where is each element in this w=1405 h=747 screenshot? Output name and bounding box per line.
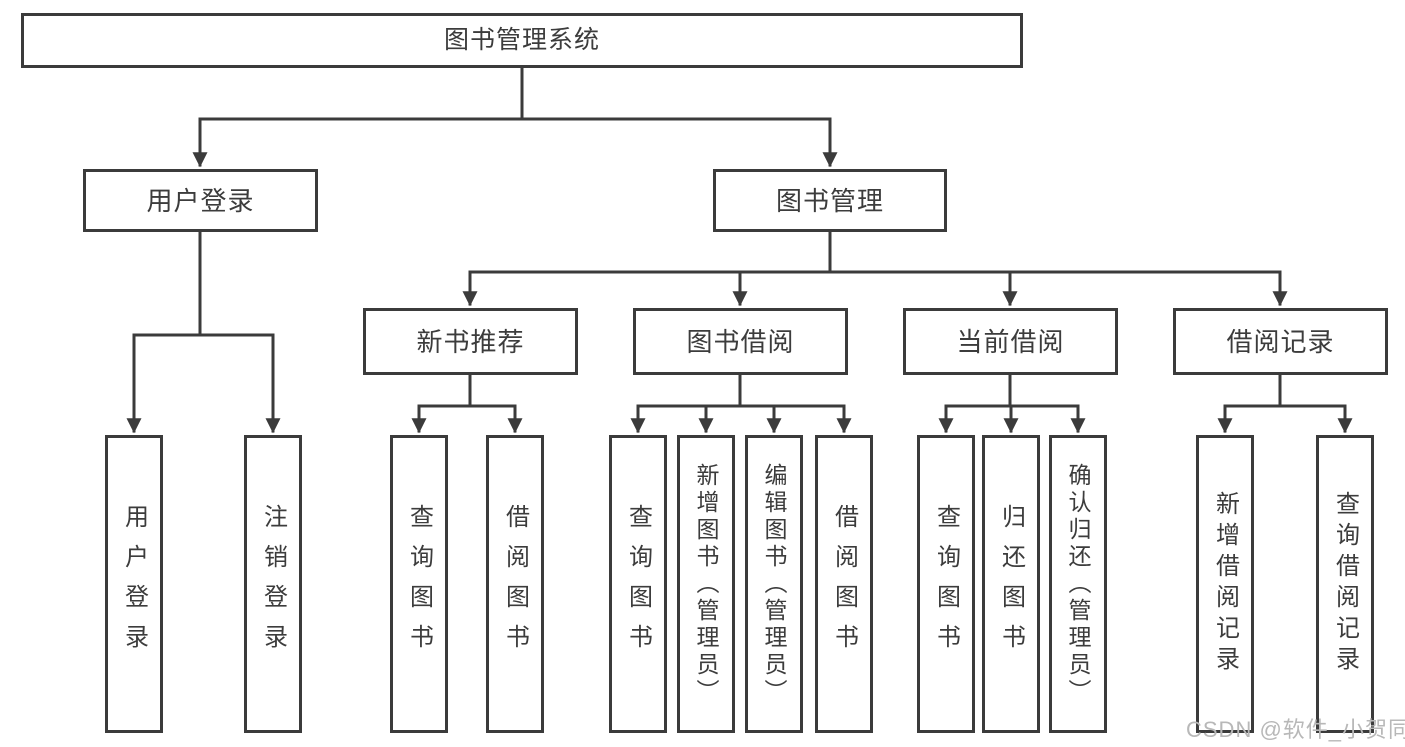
node-borrowing-records: 借阅记录 <box>1173 308 1388 375</box>
node-book-borrowing: 图书借阅 <box>633 308 848 375</box>
leaf-user-login: 用户登录 <box>105 435 163 733</box>
leaf-br-query-record: 查询借阅记录 <box>1316 435 1374 733</box>
node-book-management: 图书管理 <box>713 169 947 232</box>
leaf-nb-query-books: 查询图书 <box>390 435 448 733</box>
node-library-management-system: 图书管理系统 <box>21 13 1023 68</box>
node-current-borrowing: 当前借阅 <box>903 308 1118 375</box>
leaf-bb-borrow-books: 借阅图书 <box>815 435 873 733</box>
leaf-logout: 注销登录 <box>244 435 302 733</box>
leaf-nb-borrow-books: 借阅图书 <box>486 435 544 733</box>
csdn-watermark: CSDN @软件_小贺同学 <box>1186 717 1405 742</box>
leaf-br-add-record: 新增借阅记录 <box>1196 435 1254 733</box>
leaf-bb-edit-books-admin: 编辑图书（管理员） <box>745 435 803 733</box>
leaf-cb-return-books: 归还图书 <box>982 435 1040 733</box>
node-user-login: 用户登录 <box>83 169 318 232</box>
leaf-bb-query-books: 查询图书 <box>609 435 667 733</box>
leaf-cb-query-books: 查询图书 <box>917 435 975 733</box>
leaf-cb-confirm-return-admin: 确认归还（管理员） <box>1049 435 1107 733</box>
node-new-book-recommend: 新书推荐 <box>363 308 578 375</box>
leaf-bb-add-books-admin: 新增图书（管理员） <box>677 435 735 733</box>
